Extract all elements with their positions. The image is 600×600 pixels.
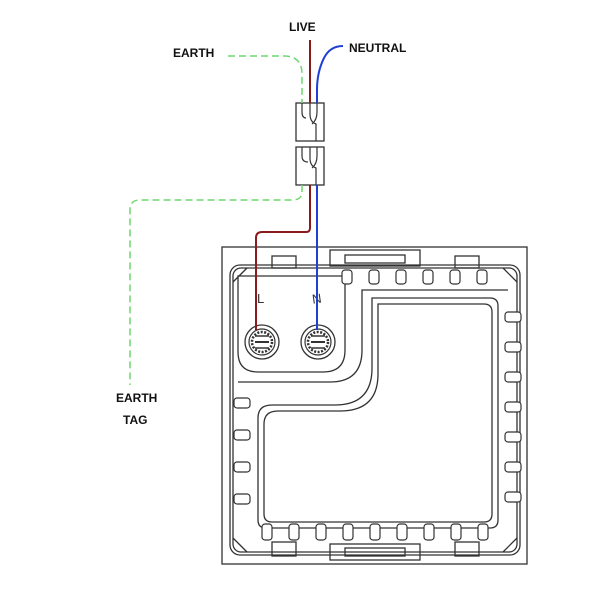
earth-tag-label-line2: TAG: [123, 413, 148, 427]
connector-wire-ends: [301, 103, 318, 185]
live-wire: [255, 40, 311, 330]
neutral-terminal-screw: [300, 324, 336, 360]
earth-wire: [129, 55, 303, 385]
neutral-label: NEUTRAL: [349, 41, 407, 55]
neutral-wire: [316, 45, 344, 330]
right-slots: [504, 311, 522, 503]
left-slots: [233, 397, 251, 505]
device-housing: [221, 246, 528, 565]
live-label: LIVE: [289, 20, 316, 34]
live-terminal-screw: [244, 324, 280, 360]
earth-tag-label-line1: EARTH: [116, 391, 158, 405]
terminal-label-live: L: [257, 291, 264, 306]
earth-label: EARTH: [173, 46, 215, 60]
bottom-slots: [261, 523, 489, 541]
top-slots: [341, 269, 488, 285]
